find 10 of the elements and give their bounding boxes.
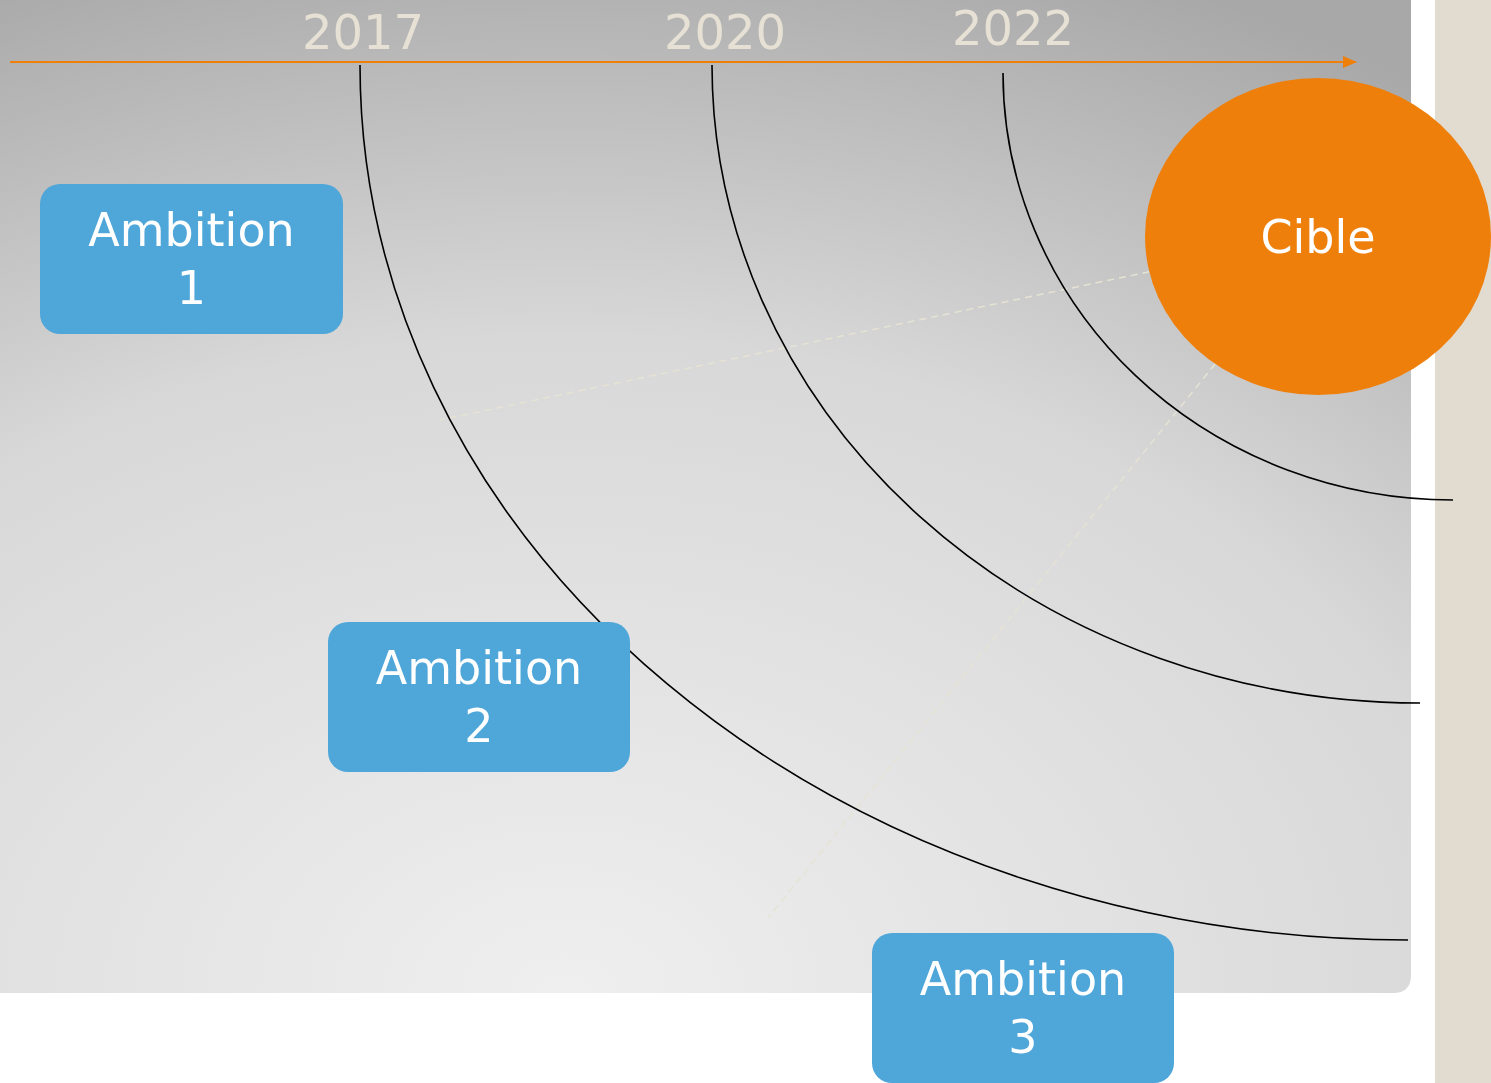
node-label: Ambition 3 xyxy=(918,951,1128,1066)
dashed-line xyxy=(767,363,1216,919)
ambition-box xyxy=(40,184,343,334)
dashed-line xyxy=(439,271,1151,421)
year-label: 2022 xyxy=(952,0,1075,56)
node-label: Cible xyxy=(1259,208,1377,266)
ambition-box xyxy=(872,933,1174,1083)
node-label: Ambition 1 xyxy=(87,202,296,317)
ambition-box xyxy=(328,622,630,772)
node-label: Ambition 2 xyxy=(374,640,584,755)
